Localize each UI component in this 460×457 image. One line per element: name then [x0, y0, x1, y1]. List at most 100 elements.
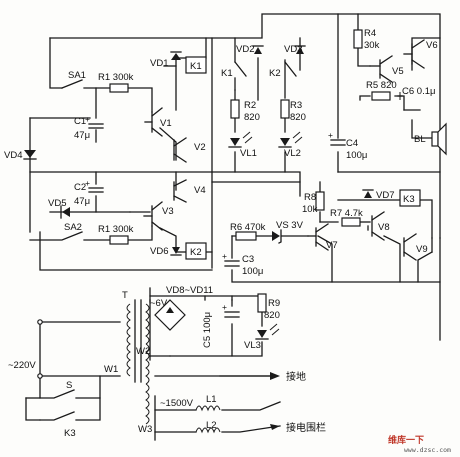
label-r2-val: 820 — [244, 112, 260, 123]
resistor-r1-top — [109, 83, 129, 93]
diode-vd6 — [170, 247, 182, 256]
wires-power-section — [25, 287, 281, 441]
relay-coil-k3 — [399, 189, 421, 207]
label-r8: R8 — [304, 192, 316, 203]
diode-vd4 — [23, 150, 37, 160]
buzzer-bl — [431, 122, 447, 156]
resistor-r6 — [235, 231, 257, 241]
transformer-t — [126, 303, 150, 425]
led-vl1 — [228, 131, 253, 148]
label-vl2: VL2 — [284, 148, 301, 159]
label-v6: V6 — [426, 40, 438, 51]
label-v8: V8 — [378, 222, 390, 233]
capacitor-c1: + — [85, 114, 104, 129]
labels: SA1 R1 300k C1 47μ VD4 C2 47μ VD5 SA2 R1… — [4, 28, 438, 439]
diode-vd3 — [294, 45, 306, 54]
transistors — [143, 39, 425, 261]
zener-vs — [272, 229, 282, 244]
label-c2: C2 — [74, 182, 86, 193]
choke-l2 — [195, 427, 221, 434]
label-vd6: VD6 — [150, 246, 168, 257]
label-w1: W1 — [104, 364, 118, 375]
watermark-url: www.dzsc.com — [404, 446, 451, 454]
label-vl3: VL3 — [244, 340, 261, 351]
resistor-r9 — [257, 293, 267, 313]
label-vd3: VD3 — [284, 44, 302, 55]
bridge-rectifier-vd8-vd11 — [154, 299, 186, 331]
label-c4-val: 100μ — [346, 150, 367, 161]
label-6v: ~6V — [150, 298, 168, 309]
label-sa1: SA1 — [68, 70, 86, 81]
label-r2: R2 — [244, 100, 256, 111]
transistor-v9 — [403, 233, 417, 261]
label-v3: V3 — [162, 206, 174, 217]
transistor-v5 — [369, 55, 393, 83]
resistor-r2 — [230, 99, 240, 119]
svg-text:+: + — [222, 302, 227, 312]
label-sa2: SA2 — [64, 222, 82, 233]
resistor-r1-bottom — [109, 235, 129, 245]
label-v4: V4 — [194, 185, 206, 196]
resistor-r3 — [280, 99, 290, 119]
label-mains: ~220V — [8, 360, 36, 371]
label-c3: C3 — [242, 254, 254, 265]
label-r3-val: 820 — [290, 112, 306, 123]
watermark-brand: 维库一下 — [388, 434, 424, 446]
label-k2-box: K2 — [190, 247, 202, 258]
contacts — [234, 37, 297, 91]
choke-l1 — [195, 405, 221, 412]
transistor-v1 — [144, 107, 163, 137]
label-vd2: VD2 — [236, 44, 254, 55]
diode-vd1 — [170, 51, 182, 60]
label-hv: ~1500V — [160, 398, 194, 409]
resistor-r8 — [315, 191, 325, 211]
label-vs: VS 3V — [276, 220, 304, 231]
label-s: S — [66, 380, 72, 391]
label-vd5: VD5 — [48, 198, 66, 209]
label-w3: W3 — [138, 424, 152, 435]
svg-text:+: + — [222, 251, 227, 261]
capacitor-c3: + — [222, 251, 240, 267]
label-v2: V2 — [194, 142, 206, 153]
label-l1: L1 — [206, 394, 217, 405]
diode-vd2 — [252, 45, 264, 54]
label-v9: V9 — [416, 244, 428, 255]
label-c3-val: 100μ — [242, 266, 263, 277]
resistor-r4 — [353, 29, 363, 49]
contact-k2 — [284, 61, 297, 77]
transistor-v2 — [173, 137, 187, 163]
relay-coil-k1 — [185, 56, 207, 74]
label-r4-val: 30k — [364, 40, 380, 51]
svg-text:+: + — [328, 130, 333, 140]
label-k3-contact: K3 — [64, 428, 76, 439]
label-vl1: VL1 — [240, 148, 257, 159]
label-v1: V1 — [160, 118, 172, 129]
label-w2: W2 — [136, 346, 150, 357]
relay-coils — [185, 56, 421, 260]
svg-text:+: + — [85, 114, 90, 124]
capacitor-c2: + — [85, 178, 104, 193]
watermark: 维库一下 www.dzsc.com — [388, 434, 451, 454]
label-l2: L2 — [206, 420, 217, 431]
transistor-v7 — [307, 223, 329, 251]
capacitor-c6 — [397, 92, 403, 100]
label-r1-bottom: R1 300k — [98, 224, 134, 235]
label-c1-val: 47μ — [74, 130, 90, 141]
diodes — [23, 45, 374, 340]
contact-k1 — [234, 61, 247, 77]
label-vd7: VD7 — [376, 190, 394, 201]
capacitors: + + + + + — [85, 92, 403, 318]
transistor-v3 — [143, 201, 163, 231]
label-fence: 接电围栏 — [286, 421, 326, 434]
label-c1: C1 — [74, 116, 86, 127]
label-t: T — [122, 290, 128, 301]
label-bl: BL — [414, 134, 426, 145]
label-vd4: VD4 — [4, 150, 22, 161]
output-arrows — [219, 372, 280, 430]
resistors — [109, 29, 391, 313]
capacitor-c5: + — [222, 302, 240, 318]
label-r9: R9 — [268, 298, 280, 309]
svg-text:+: + — [85, 178, 90, 188]
label-r5: R5 820 — [366, 80, 397, 91]
